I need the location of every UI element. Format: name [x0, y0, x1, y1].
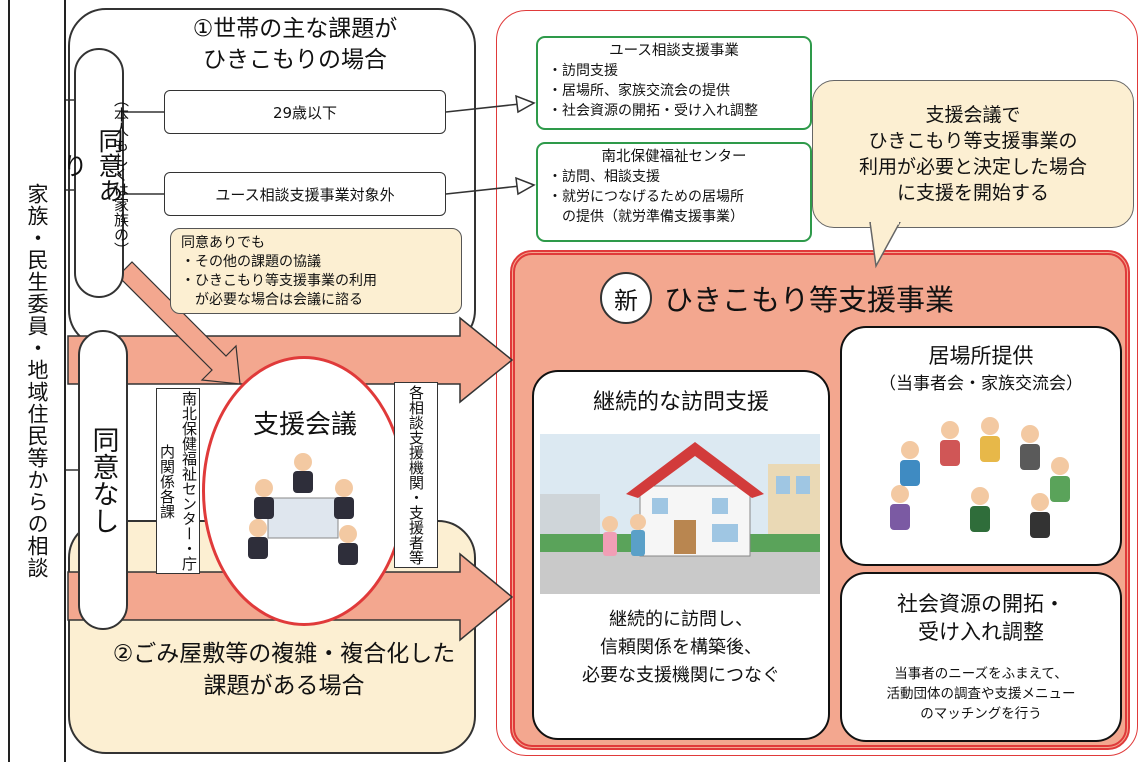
consent-yes-pill	[74, 48, 124, 298]
resource-desc-line: 活動団体の調査や支援メニュー	[886, 686, 1076, 702]
resource-dev-card	[840, 572, 1122, 742]
youth-service-box: ユース相談支援事業 ・訪問支援 ・居場所、家族交流会の提供 ・社会資源の開拓・受…	[536, 36, 812, 130]
consent-yes-label: 同意あり	[59, 128, 124, 203]
group-meeting-illustration	[890, 417, 1070, 538]
support-meeting-title: 支援会議	[252, 410, 357, 440]
arrow-consent-to-meeting	[117, 261, 241, 385]
resource-desc-line: 当事者のニーズをふまえて、	[894, 666, 1068, 682]
consent-note-line: が必要な場合は会議に諮る	[181, 292, 363, 308]
decision-line: 利用が必要と決定した場合	[858, 156, 1087, 178]
place-provision-subtitle: （当事者会・家族交流会）	[879, 374, 1083, 394]
resource-dev-title: 社会資源の開拓・ 受け入れ調整	[840, 590, 1122, 646]
arrow-head-healthcenter	[515, 176, 536, 196]
decision-bubble: 支援会議で ひきこもり等支援事業の 利用が必要と決定した場合 に支援を開始する	[812, 80, 1134, 228]
meeting-illustration	[248, 453, 358, 565]
health-center-item: ・就労につなげるための居場所	[548, 189, 744, 205]
case2-title-line2: 課題がある場合	[203, 673, 365, 699]
route-outside-youth: ユース相談支援事業対象外	[164, 172, 446, 216]
meeting-left-party: 南北保健福祉センター・庁内関係各課	[156, 388, 200, 574]
visit-support-desc: 継続的に訪問し、 信頼関係を構築後、 必要な支援機関につなぐ	[532, 606, 830, 690]
consent-note-callout: 同意ありでも ・その他の課題の協議 ・ひきこもり等支援事業の利用 が必要な場合は…	[170, 228, 462, 314]
visit-desc-line: 継続的に訪問し、	[609, 609, 753, 630]
new-badge: 新	[600, 272, 652, 324]
bubble-tail	[869, 222, 901, 269]
case2-title: ②ごみ屋敷等の複雑・複合化した 課題がある場合	[94, 638, 474, 702]
consent-no-label: 同意なし	[87, 426, 119, 534]
health-center-item: ・訪問、相談支援	[548, 169, 660, 185]
consent-note-line: 同意ありでも	[181, 235, 265, 251]
visit-desc-line: 必要な支援機関につなぐ	[582, 665, 780, 686]
arrow-head-youth	[515, 94, 536, 114]
resource-dev-title-line: 社会資源の開拓・	[897, 592, 1065, 616]
resource-desc-line: のマッチングを行う	[920, 706, 1042, 722]
meeting-right-party: 各相談支援機関・支援者等	[394, 382, 438, 568]
health-center-item: の提供（就労準備支援事業）	[548, 209, 744, 225]
arrow-line-youth	[445, 103, 521, 113]
case1-title-line2: ひきこもりの場合	[203, 47, 387, 73]
case2-title-line1: ②ごみ屋敷等の複雑・複合化した	[112, 641, 456, 667]
visit-support-title: 継続的な訪問支援	[592, 390, 769, 415]
consent-note-line: ・その他の課題の協議	[181, 254, 321, 270]
program-title: ひきこもり等支援事業	[664, 283, 955, 317]
youth-service-item: ・居場所、家族交流会の提供	[548, 83, 730, 99]
youth-service-item: ・社会資源の開拓・受け入れ調整	[548, 103, 758, 119]
decision-line: 支援会議で	[925, 104, 1021, 126]
house-illustration	[540, 434, 820, 594]
case1-title-line1: ①世帯の主な課題が	[192, 16, 398, 42]
decision-line: ひきこもり等支援事業の	[868, 130, 1078, 152]
visit-desc-line: 信頼関係を構築後、	[600, 637, 762, 658]
place-provision-header: 居場所提供 （当事者会・家族交流会）	[840, 342, 1122, 398]
consent-no-pill	[78, 330, 128, 630]
health-center-box: 南北保健福祉センター ・訪問、相談支援 ・就労につなげるための居場所 の提供（就…	[536, 142, 812, 242]
decision-line: に支援を開始する	[896, 182, 1049, 204]
health-center-title: 南北保健福祉センター	[601, 149, 747, 165]
place-provision-title: 居場所提供	[928, 344, 1034, 368]
resource-dev-title-line: 受け入れ調整	[918, 620, 1044, 644]
consent-yes-sub: （本人もしくは家族の）	[112, 91, 130, 257]
case1-title: ①世帯の主な課題が ひきこもりの場合	[150, 14, 440, 76]
consult-source-label: 家族・民生委員・地域住民等からの相談	[25, 183, 49, 579]
consult-source-column: 家族・民生委員・地域住民等からの相談	[8, 0, 66, 762]
arrow-line-healthcenter	[445, 185, 521, 195]
route-under29: 29歳以下	[164, 90, 446, 134]
resource-dev-desc: 当事者のニーズをふまえて、 活動団体の調査や支援メニュー のマッチングを行う	[840, 664, 1122, 724]
consent-note-line: ・ひきこもり等支援事業の利用	[181, 273, 377, 289]
youth-service-title: ユース相談支援事業	[609, 43, 739, 59]
youth-service-item: ・訪問支援	[548, 63, 618, 79]
